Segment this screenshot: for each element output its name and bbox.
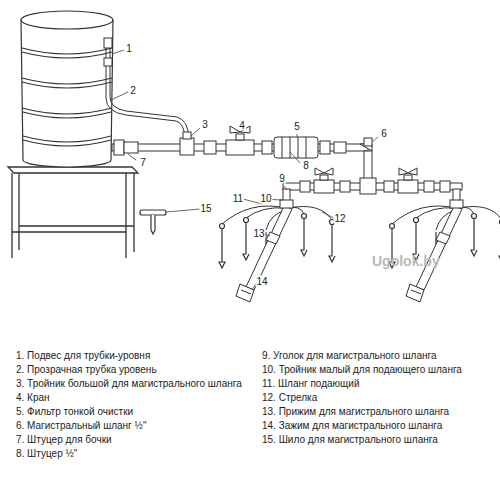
callout-number: 1 bbox=[125, 43, 133, 54]
callout-number: 9 bbox=[278, 173, 286, 184]
callout-number: 3 bbox=[201, 119, 209, 130]
callout-number: 6 bbox=[380, 128, 388, 139]
callout-number: 12 bbox=[333, 213, 346, 224]
callout-number: 15 bbox=[199, 203, 212, 214]
callout-number: 7 bbox=[139, 157, 147, 168]
parts-list-item: 15. Шило для магистрального шланга bbox=[262, 434, 438, 445]
parts-list-item: 8. Штуцер ½" bbox=[16, 448, 77, 459]
parts-list-item: 13. Прижим для магистрального шланга bbox=[262, 406, 449, 417]
parts-list-item: 9. Уголок для магистрального шланга bbox=[262, 350, 437, 361]
callout-number: 8 bbox=[302, 160, 310, 171]
callout-number: 2 bbox=[129, 85, 137, 96]
parts-list-item: 1. Подвес для трубки-уровня bbox=[16, 350, 150, 361]
parts-list-item: 12. Стрелка bbox=[262, 392, 317, 403]
callout-number: 14 bbox=[255, 276, 268, 287]
parts-list-item: 2. Прозрачная трубка уровень bbox=[16, 364, 157, 375]
parts-list-item: 4. Кран bbox=[16, 392, 50, 403]
callout-number: 4 bbox=[238, 120, 246, 131]
parts-list-item: 6. Магистральный шланг ½" bbox=[16, 420, 146, 431]
callout-number: 10 bbox=[259, 193, 272, 204]
parts-list-item: 10. Тройник малый для подающего шланга bbox=[262, 364, 462, 375]
callout-number: 13 bbox=[252, 228, 265, 239]
callout-number: 11 bbox=[232, 193, 244, 204]
callout-number: 5 bbox=[293, 121, 301, 132]
parts-list-item: 5. Фильтр тонкой очистки bbox=[16, 406, 133, 417]
parts-list-item: 3. Тройник большой для магистрального шл… bbox=[16, 378, 242, 389]
watermark: Ugolok.by bbox=[372, 254, 440, 269]
parts-list-item: 7. Штуцер для бочки bbox=[16, 434, 112, 445]
parts-list-item: 11. Шланг подающий bbox=[262, 378, 360, 389]
parts-list-item: 14. Зажим для магистрального шланга bbox=[262, 420, 442, 431]
